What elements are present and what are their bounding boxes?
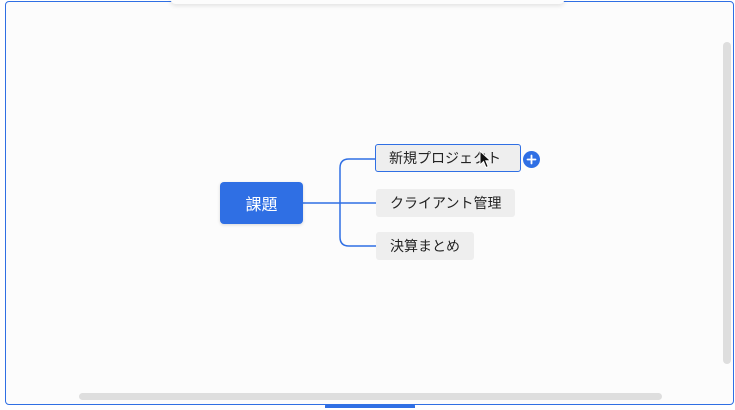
mindmap-canvas[interactable] xyxy=(5,1,734,405)
root-node-label: 課題 xyxy=(245,195,278,214)
vertical-scrollbar[interactable] xyxy=(723,42,731,364)
child-node-client-management[interactable]: クライアント管理 xyxy=(376,189,516,217)
child-node-label: クライアント管理 xyxy=(390,196,502,212)
bottom-accent-tab xyxy=(325,404,415,408)
horizontal-scrollbar[interactable] xyxy=(79,393,662,400)
child-node-settlement-summary[interactable]: 決算まとめ xyxy=(376,232,474,260)
top-toolbar-edge xyxy=(170,0,565,4)
child-node-label: 決算まとめ xyxy=(390,239,460,255)
child-node-new-project[interactable]: 新規プロジェクト xyxy=(375,144,521,172)
add-child-button[interactable] xyxy=(523,151,540,168)
mouse-cursor-icon xyxy=(479,150,492,169)
root-node[interactable]: 課題 xyxy=(220,182,303,224)
child-node-label: 新規プロジェクト xyxy=(389,151,501,167)
plus-icon xyxy=(526,154,537,165)
